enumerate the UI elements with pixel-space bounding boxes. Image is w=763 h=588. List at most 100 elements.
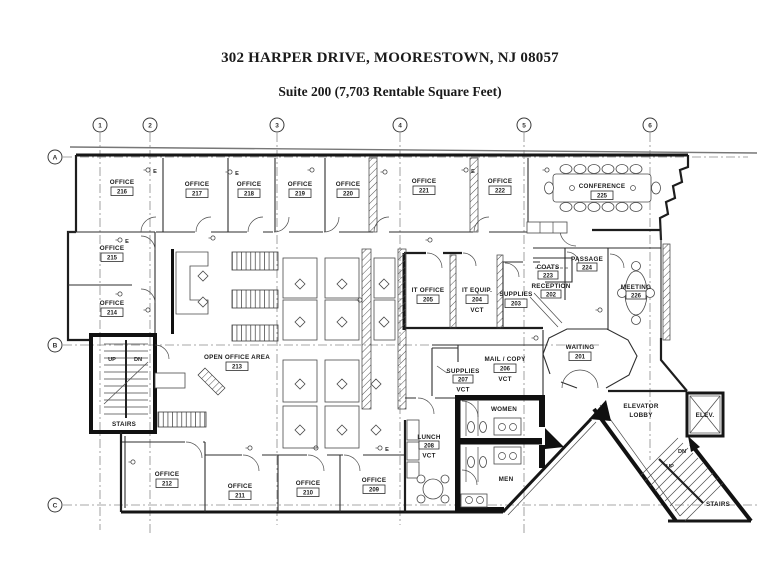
electrical-mark: E — [385, 447, 389, 453]
room-name: MAIL / COPY — [484, 356, 526, 363]
room-label-office-210: OFFICE 210 — [296, 480, 321, 497]
stairs-label: STAIRS — [112, 421, 136, 428]
room-label-office-217: OFFICE 217 — [185, 181, 210, 198]
grid-row-c-label: C — [53, 502, 58, 509]
room-finish: VCT — [456, 387, 469, 394]
room-label-reception-202: RECEPTION 202 — [532, 283, 571, 299]
room-number: 214 — [107, 311, 118, 317]
room-name: IT EQUIP. — [462, 287, 492, 294]
room-number: 224 — [582, 265, 593, 271]
room-number: 221 — [419, 189, 430, 195]
stairs-up-label: UP — [666, 464, 674, 470]
room-finish: VCT — [498, 376, 511, 383]
room-name: OFFICE — [155, 471, 180, 478]
room-number: 205 — [423, 298, 434, 304]
room-label-office-215: OFFICE 215 — [100, 245, 125, 262]
room-number: 219 — [295, 192, 306, 198]
grid-column-1-label: 1 — [98, 122, 102, 129]
room-name: OFFICE — [296, 480, 321, 487]
room-name: WAITING — [566, 344, 595, 351]
electrical-mark: E — [235, 171, 239, 177]
room-name: OFFICE — [288, 181, 313, 188]
room-label-meeting-226: MEETING 226 — [621, 284, 651, 300]
room-number: 206 — [500, 367, 511, 373]
room-number: 215 — [107, 256, 118, 262]
room-label-office-211: OFFICE 211 — [228, 483, 253, 500]
room-number: 208 — [424, 443, 435, 449]
electrical-symbols: E E E E E — [115, 167, 603, 465]
grid-column-3-label: 3 — [275, 122, 279, 129]
grid-row-a-label: A — [53, 154, 58, 161]
room-name: OFFICE — [100, 245, 125, 252]
stairs-right-labels: DN UP STAIRS — [666, 449, 730, 508]
grid-column-4: 4 — [392, 117, 408, 133]
room-label-mail-copy-206: MAIL / COPY 206 VCT — [484, 356, 526, 383]
room-name: MEETING — [621, 284, 651, 291]
room-number: 222 — [495, 189, 506, 195]
room-number: 213 — [232, 365, 243, 371]
room-name: LOBBY — [629, 412, 653, 419]
room-name: OFFICE — [185, 181, 210, 188]
room-number: 218 — [244, 192, 255, 198]
room-name: LUNCH — [417, 434, 440, 441]
room-label-elev: ELEV. — [696, 412, 715, 419]
grid-row-b: B — [47, 337, 63, 353]
room-label-lunch-208: LUNCH 208 VCT — [417, 434, 440, 460]
grid-column-5-label: 5 — [522, 122, 526, 129]
page-title: 302 HARPER DRIVE, MOORESTOWN, NJ 08057 — [221, 50, 559, 66]
room-number: 212 — [162, 482, 173, 488]
room-name: SUPPLIES — [499, 291, 532, 298]
room-label-office-219: OFFICE 219 — [288, 181, 313, 198]
room-name: OFFICE — [412, 178, 437, 185]
grid-column-6: 6 — [642, 117, 658, 133]
room-name: RECEPTION — [532, 283, 571, 290]
room-number: 226 — [631, 293, 642, 299]
room-label-elevator-lobby: ELEVATOR LOBBY — [623, 403, 658, 419]
stairs-left-treads — [103, 340, 149, 418]
room-name: OFFICE — [237, 181, 262, 188]
room-name: OFFICE — [362, 477, 387, 484]
door-arcs — [140, 216, 625, 486]
grid-column-5: 5 — [516, 117, 532, 133]
room-number: 207 — [458, 377, 469, 383]
page-subtitle: Suite 200 (7,703 Rentable Square Feet) — [278, 84, 502, 99]
stairs-up-label: UP — [108, 357, 116, 363]
room-number: 203 — [511, 302, 522, 308]
grid-row-a: A — [47, 149, 63, 165]
grid-row-b-label: B — [53, 342, 58, 349]
room-label-office-221: OFFICE 221 — [412, 178, 437, 195]
room-name: OFFICE — [488, 178, 513, 185]
room-number: 223 — [543, 273, 554, 279]
room-number: 210 — [303, 491, 314, 497]
stairs-dn-label: DN — [678, 449, 686, 455]
room-label-it-equip-204: IT EQUIP. 204 VCT — [462, 287, 492, 314]
stairs-dn-label: DN — [134, 357, 142, 363]
room-label-conference-225: CONFERENCE 225 — [579, 183, 625, 200]
room-label-it-office-205: IT OFFICE 205 — [412, 287, 445, 304]
grid-column-6-label: 6 — [648, 122, 652, 129]
room-name: IT OFFICE — [412, 287, 445, 294]
room-name: COATS — [537, 264, 560, 271]
electrical-mark: E — [471, 169, 475, 175]
room-number: 209 — [369, 488, 380, 494]
room-name: SUPPLIES — [446, 368, 479, 375]
room-name: OFFICE — [228, 483, 253, 490]
room-number: 216 — [117, 190, 128, 196]
walls — [66, 146, 758, 523]
room-finish: VCT — [470, 307, 483, 314]
room-label-office-214: OFFICE 214 — [100, 300, 125, 317]
stairs-left-labels: UP DN STAIRS — [108, 357, 142, 428]
stairs-label: STAIRS — [706, 501, 730, 508]
room-label-office-216: OFFICE 216 — [110, 179, 134, 196]
room-label-coats-223: COATS 223 — [537, 264, 560, 280]
room-label-office-222: OFFICE 222 — [488, 178, 513, 195]
grid-column-4-label: 4 — [398, 122, 402, 129]
room-number: 201 — [575, 355, 586, 361]
grid-markers: 1 2 3 4 5 6 A B C — [47, 117, 658, 513]
stairs-right-treads — [639, 437, 724, 522]
room-name: OFFICE — [100, 300, 125, 307]
electrical-mark: E — [125, 239, 129, 245]
grid-row-c: C — [47, 497, 63, 513]
